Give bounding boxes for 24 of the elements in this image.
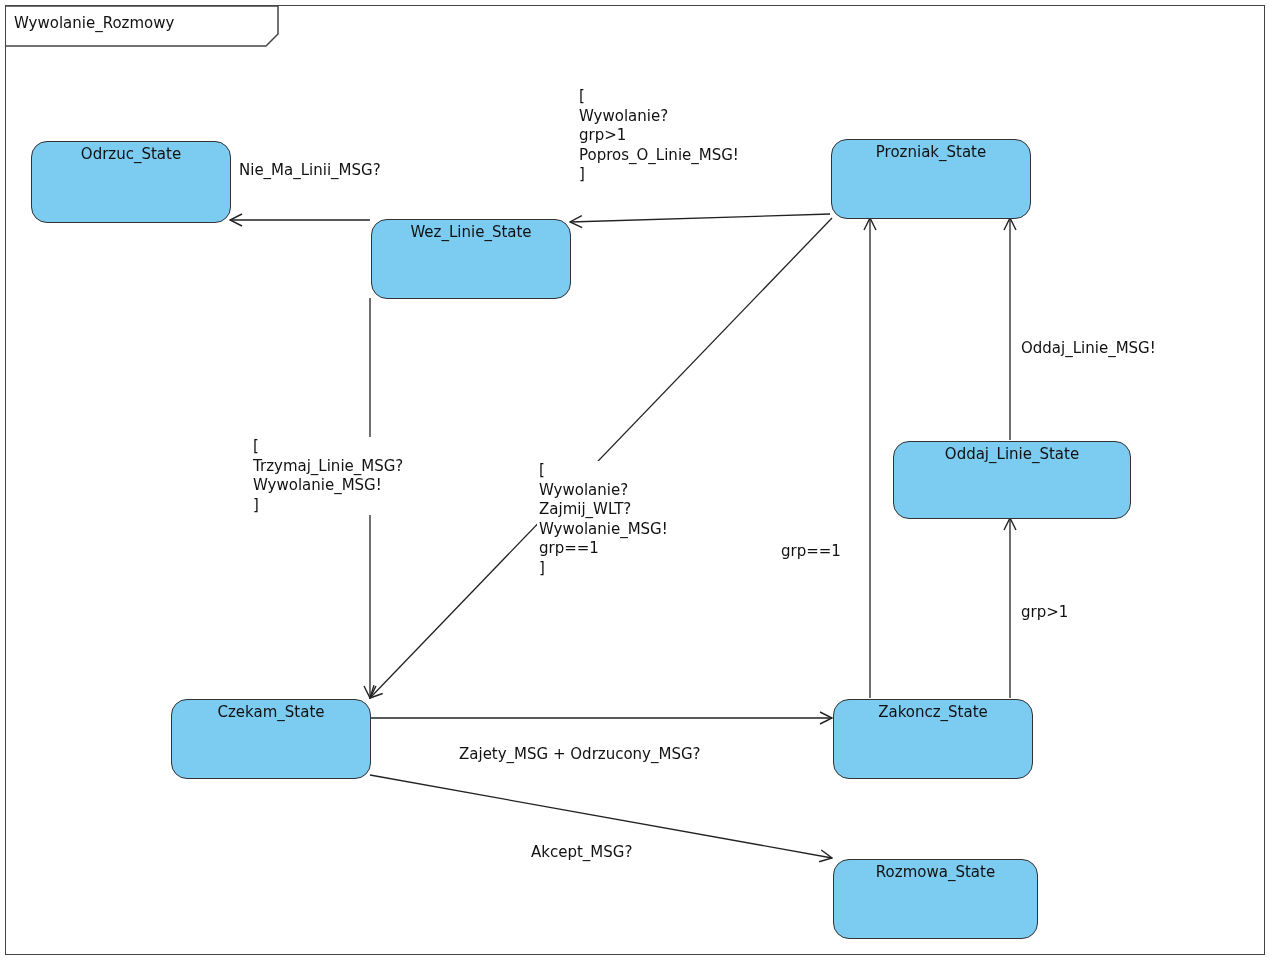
state-name: Prozniak_State xyxy=(874,143,988,161)
state-box xyxy=(833,859,1038,939)
state-box xyxy=(833,699,1033,779)
state-box xyxy=(371,219,571,299)
transition-label: [ Trzymaj_Linie_MSG? Wywolanie_MSG! ] xyxy=(251,437,406,515)
state-name: Czekam_State xyxy=(216,703,326,721)
state-name: Rozmowa_State xyxy=(874,863,997,881)
transition-arrow xyxy=(368,773,833,862)
state-name: Wez_Linie_State xyxy=(409,223,533,241)
state-name: Odrzuc_State xyxy=(79,145,183,163)
state-box xyxy=(31,141,231,223)
frame-box xyxy=(5,5,1265,955)
frame-title: Wywolanie_Rozmowy xyxy=(14,14,175,32)
state-name: Zakoncz_State xyxy=(877,703,989,721)
transition-label: Akcept_MSG? xyxy=(529,843,635,863)
transition-arrow xyxy=(568,212,831,228)
state-box xyxy=(171,699,371,779)
transition-label: Zajety_MSG + Odrzucony_MSG? xyxy=(457,745,703,765)
state-box xyxy=(831,139,1031,219)
state-name: Oddaj_Linie_State xyxy=(943,445,1081,463)
transition-arrow xyxy=(228,212,371,227)
state-box xyxy=(893,441,1131,519)
transition-label: Nie_Ma_Linii_MSG? xyxy=(237,161,383,181)
transition-label: grp==1 xyxy=(779,542,843,562)
